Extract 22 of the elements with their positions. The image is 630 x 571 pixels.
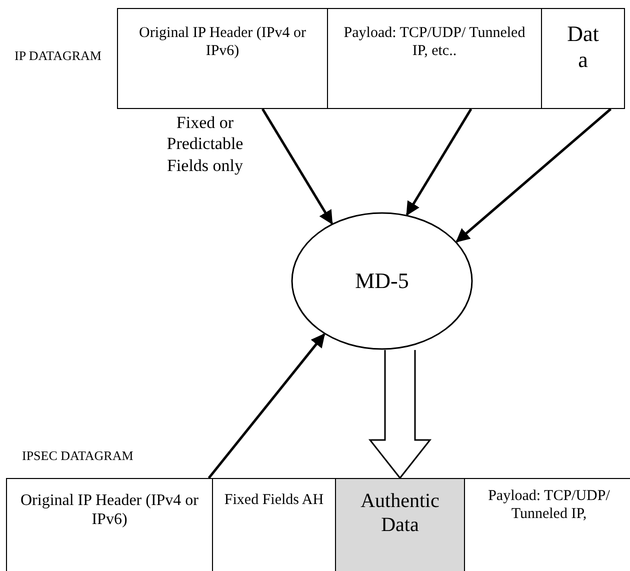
datagram-field xyxy=(327,8,542,109)
arrow xyxy=(456,108,612,243)
field-text: MD-5 xyxy=(355,268,409,294)
field-text: Payload: TCP/UDP/ Tunneled IP, etc.. xyxy=(342,24,526,60)
field-text: Original IP Header (IPv4 or IPv6) xyxy=(19,491,200,530)
field-text: Authentic Data xyxy=(360,489,440,537)
datagram-field xyxy=(541,8,625,109)
block-arrow xyxy=(368,349,432,480)
highlighted-field xyxy=(335,478,465,571)
field-text: Original IP Header (IPv4 or IPv6) xyxy=(138,24,307,60)
field-text: Payload: TCP/UDP/ Tunneled IP, xyxy=(487,487,611,523)
field-text: Fixed Fields AH xyxy=(224,491,324,509)
datagram-field xyxy=(117,8,328,109)
datagram-field xyxy=(6,478,213,571)
arrow xyxy=(208,333,326,479)
datagram-label: IP DATAGRAM xyxy=(14,48,102,64)
arrow xyxy=(262,108,333,225)
arrow xyxy=(406,108,472,216)
datagram-label: IPSEC DATAGRAM xyxy=(22,448,134,464)
hash-ellipse xyxy=(291,212,473,350)
edge-label: Fixed or Predictable Fields only xyxy=(166,112,244,176)
field-text: Data xyxy=(566,21,600,74)
